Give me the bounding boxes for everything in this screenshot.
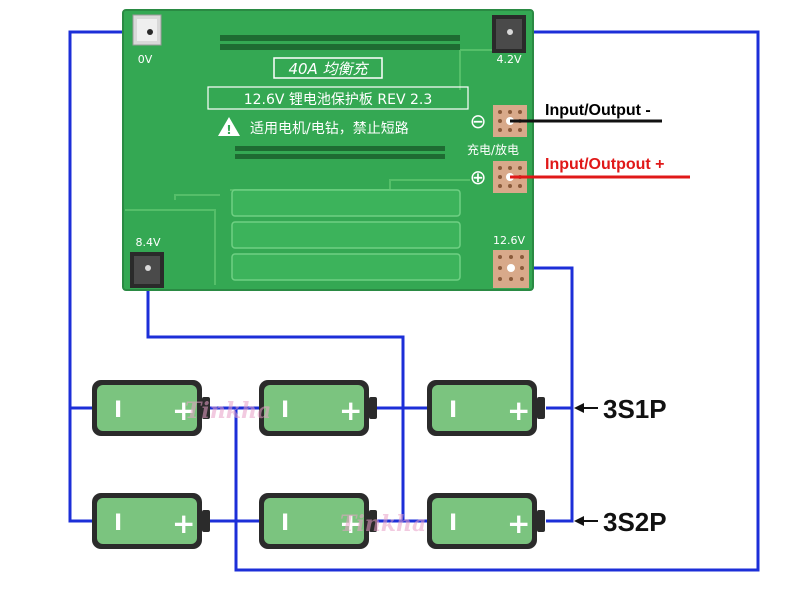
label-4v2: 4.2V (496, 53, 521, 66)
minus-symbol: ⊖ (470, 109, 487, 133)
charge-discharge-label: 充电/放电 (467, 142, 519, 157)
pad-0v (132, 14, 162, 46)
pad-12v6 (493, 250, 529, 288)
pad-8v4 (130, 252, 164, 288)
battery-minus-sign: I (281, 511, 289, 536)
battery-cell: I + (259, 380, 377, 436)
arrow-3s1p (574, 403, 598, 413)
battery-minus-sign: I (449, 398, 457, 423)
model-badge: 40A 均衡充 (288, 60, 369, 78)
battery-cell: I + (427, 493, 545, 549)
label-output-plus: Input/Outpout + (545, 156, 665, 173)
battery-row-1: I + I + I + (92, 380, 545, 436)
label-8v4: 8.4V (135, 236, 160, 249)
warning-icon (218, 117, 240, 136)
battery-plus-sign: + (172, 394, 195, 427)
battery-plus-sign: + (339, 507, 362, 540)
wiring (68, 30, 760, 572)
battery-minus-sign: I (114, 511, 122, 536)
pcb-via-row-middle (235, 146, 445, 159)
model-badge-box (273, 57, 383, 79)
watermark: Tinkha (185, 398, 271, 424)
wire-12v6 (512, 266, 574, 523)
label-12v6: 12.6V (493, 234, 525, 247)
battery-plus-sign: + (507, 507, 530, 540)
pcb-board: 40A 均衡充 12.6V 锂电池保护板 REV 2.3 ! 适用电机/电钻，禁… (122, 9, 534, 291)
wire-8v4 (146, 268, 405, 521)
label-0v: 0V (138, 53, 153, 66)
battery-minus-sign: I (449, 511, 457, 536)
arrow-3s2p (574, 516, 598, 526)
plus-symbol: ⊕ (470, 165, 487, 189)
pcb-mosfet-pads (231, 189, 461, 281)
warning-symbol: ! (226, 123, 231, 137)
label-3s2p: 3S2P (603, 507, 667, 537)
watermark: Tinkha (340, 511, 426, 537)
battery-cell: I + (259, 493, 377, 549)
warning-text: 适用电机/电钻，禁止短路 (250, 121, 409, 137)
board-title-box (207, 86, 469, 110)
label-3s1p: 3S1P (603, 394, 667, 424)
battery-minus-sign: I (281, 398, 289, 423)
battery-plus-sign: + (172, 507, 195, 540)
wire-0v-rail (68, 30, 150, 523)
pad-4v2 (492, 15, 526, 53)
battery-row-2: I + I + I + (92, 493, 545, 549)
label-output-minus: Input/Output - (545, 102, 651, 119)
battery-plus-sign: + (339, 394, 362, 427)
battery-cell: I + (427, 380, 545, 436)
battery-cell: I + (92, 380, 210, 436)
pcb-via-row-top (220, 35, 460, 50)
battery-minus-sign: I (114, 398, 122, 423)
battery-plus-sign: + (507, 394, 530, 427)
battery-cell: I + (92, 493, 210, 549)
board-title: 12.6V 锂电池保护板 REV 2.3 (244, 92, 433, 108)
